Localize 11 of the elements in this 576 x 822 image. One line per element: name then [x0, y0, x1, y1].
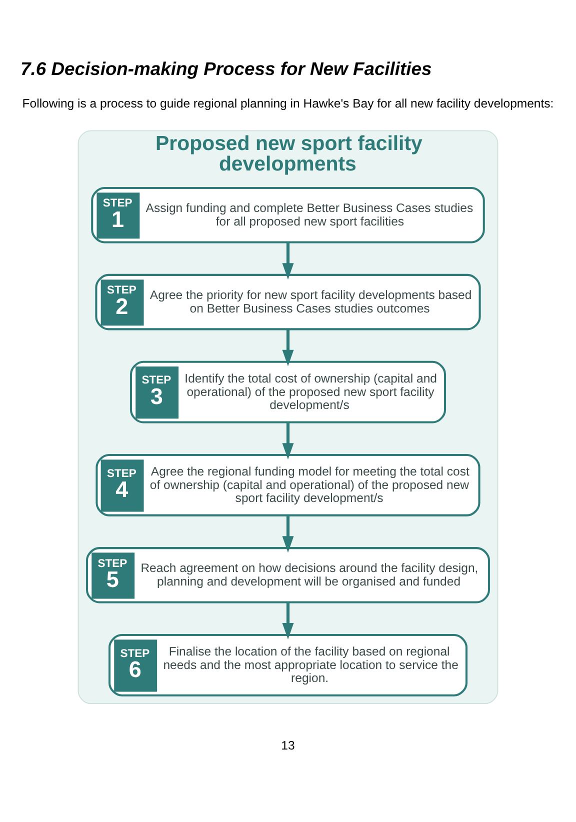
- arrow: [282, 515, 294, 553]
- node-box: STEP 4 Agree the regional funding model for meeting the total cost of ownership (capital and operational) of the proposed new sport facility development/s: [96, 454, 480, 516]
- arrow: [282, 242, 294, 280]
- node-box: STEP 3 Identify the total cost of ownership (capital and operational) of the proposed new sport facility development/s: [130, 360, 446, 424]
- label: Following is a process to guide regional planning in Hawke's Bay for all new facility developments:: [22, 96, 554, 110]
- arrow: [282, 422, 294, 460]
- node-box: STEP 6 Finalise the location of the facility based on regional needs and the most appropriate location to service the region.: [108, 634, 468, 696]
- diagram-title: 7.6 Decision-making Process for New Facilities: [20, 58, 432, 79]
- arrow: [282, 329, 294, 366]
- label: 13: [281, 738, 295, 753]
- arrow: [282, 602, 294, 640]
